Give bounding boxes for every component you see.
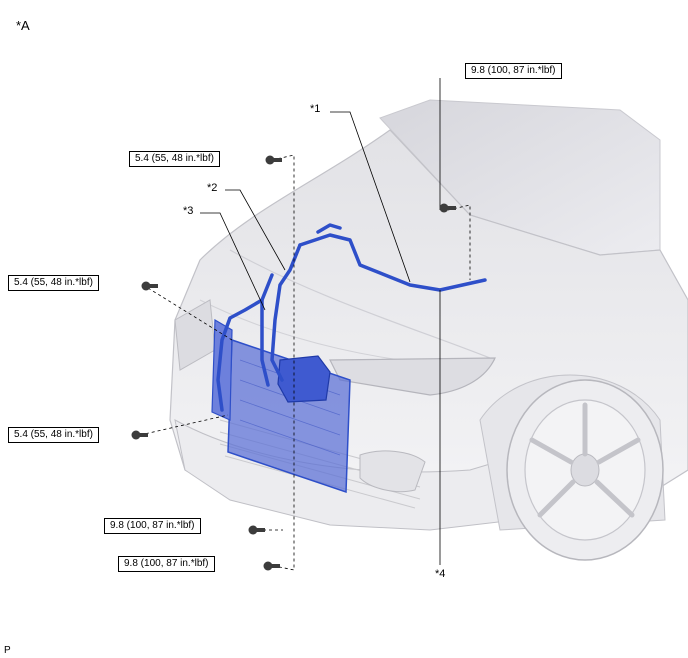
torque-spec-top-center: 5.4 (55, 48 in.*lbf)	[129, 151, 220, 167]
torque-spec-left-upper: 5.4 (55, 48 in.*lbf)	[8, 275, 99, 291]
callout-leaders	[200, 78, 441, 565]
footer-code: P	[4, 645, 11, 656]
view-label: *A	[16, 18, 30, 33]
callout-1: *1	[310, 103, 321, 115]
torque-spec-bottom-1: 9.8 (100, 87 in.*lbf)	[104, 518, 201, 534]
callout-3: *3	[183, 205, 194, 217]
headlight-shape	[329, 357, 496, 396]
torque-spec-left-lower: 5.4 (55, 48 in.*lbf)	[8, 427, 99, 443]
bolt-icons	[131, 155, 456, 571]
callout-4: *4	[435, 568, 446, 580]
torque-spec-top-right: 9.8 (100, 87 in.*lbf)	[465, 63, 562, 79]
torque-spec-bottom-2: 9.8 (100, 87 in.*lbf)	[118, 556, 215, 572]
condenser-assembly	[211, 318, 351, 494]
callout-2: *2	[207, 182, 218, 194]
front-wheel	[506, 379, 664, 561]
